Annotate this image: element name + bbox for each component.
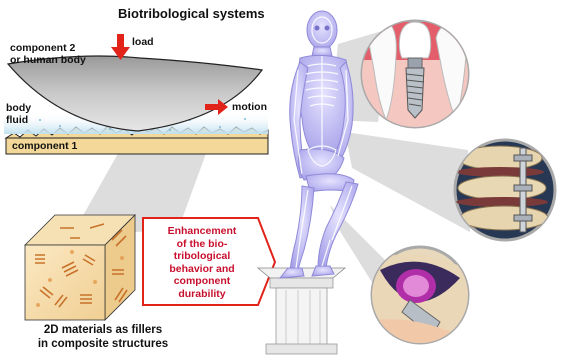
connector-cone-spine [345,132,470,232]
spine-inset [455,140,555,240]
fillers-caption: 2D materials as fillers in composite str… [8,323,198,351]
filler-cube [25,215,135,320]
pedestal [258,268,345,354]
callout-line-3: tribological [150,250,254,263]
callout-line-5: component [150,275,254,288]
enhancement-text: Enhancement of the bio- tribological beh… [150,225,254,300]
hip-joint-inset [372,247,468,345]
fillers-line-2: in composite structures [8,337,198,351]
callout-line-4: behavior and [150,263,254,276]
component2-label-line1: component 2 [10,42,86,54]
component2-label-line2: or human body [10,54,86,66]
load-label: load [132,36,154,48]
callout-line-2: of the bio- [150,238,254,251]
component2-label: component 2 or human body [10,42,86,66]
callout-line-1: Enhancement [150,225,254,238]
body-fluid-line1: body [6,102,31,114]
fillers-line-1: 2D materials as fillers [8,323,198,337]
diagram-title: Biotribological systems [118,6,265,21]
motion-label: motion [232,101,267,113]
callout-line-6: durability [150,288,254,301]
component1-label: component 1 [12,140,77,152]
body-fluid-line2: fluid [6,114,31,126]
body-fluid-label: body fluid [6,102,31,126]
